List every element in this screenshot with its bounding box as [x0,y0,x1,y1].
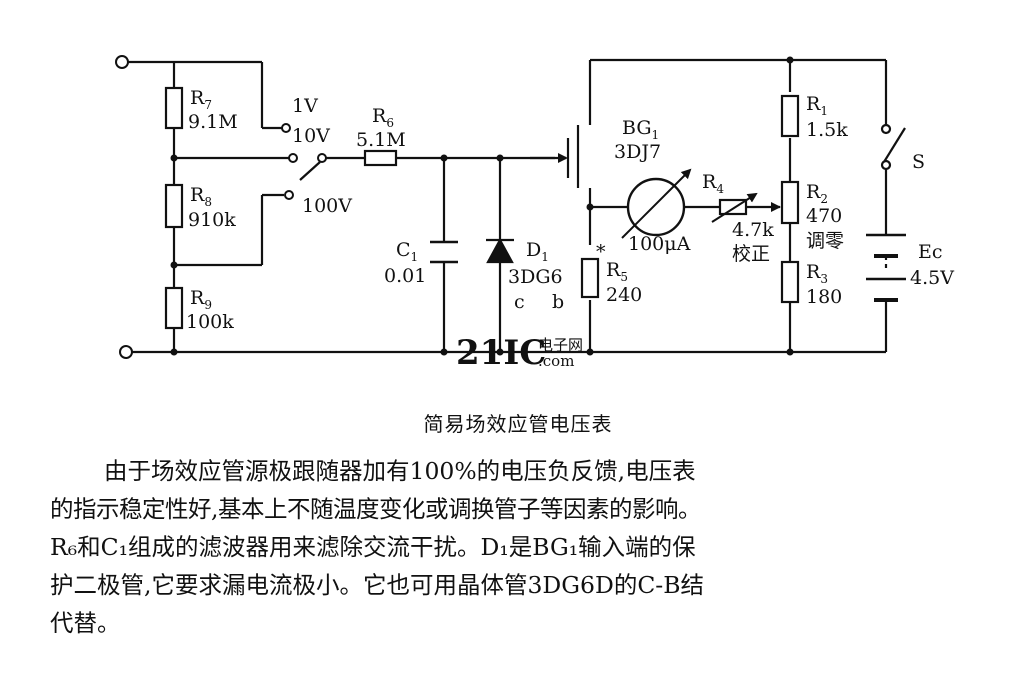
battery-ec [866,233,906,302]
capacitor-c1 [430,240,458,264]
range-10v: 10V [292,125,330,147]
power-switch-s [880,123,906,171]
circuit-schematic: R7 9.1M R8 910k R9 100k 1V 10V 100V R6 5… [115,55,954,373]
paragraph-line: 由于场效应管源极跟随器加有100%的电压负反馈,电压表 [104,457,696,485]
paragraph-line: 的指示稳定性好,基本上不随温度变化或调换管子等因素的影响。 [50,495,701,523]
switch-contact-1v [281,123,291,133]
wires [128,58,888,354]
switch-s-label: S [912,151,925,173]
r7-label: R7 [190,87,212,112]
r6-value: 5.1M [356,129,406,151]
ammeter [626,177,686,237]
input-terminal-top [115,55,129,69]
bg1-part: 3DJ7 [614,141,661,163]
resistor-r5 [580,257,600,299]
r5-value: 240 [606,284,642,306]
switch-contact-10v [288,153,298,163]
r8-value: 910k [188,209,236,231]
r7-value: 9.1M [188,111,238,133]
input-terminal-bottom [119,345,133,359]
c1-value: 0.01 [384,265,426,287]
range-100v: 100V [302,195,352,217]
resistor-r8 [164,183,184,229]
r5-label: R5 [606,259,628,284]
r4-adjust-arrow [711,192,758,223]
r2-label: R2 [806,181,828,206]
ec-label: Ec [918,241,943,263]
ec-value: 4.5V [910,267,954,289]
paragraph-line: 护二极管,它要求漏电流极小。它也可用晶体管3DG6D的C-B结 [50,571,705,599]
description-paragraph: 由于场效应管源极跟随器加有100%的电压负反馈,电压表 的指示稳定性好,基本上不… [50,452,980,642]
r3-value: 180 [806,286,842,308]
switch-pivot [317,153,327,163]
ammeter-needle [621,168,692,239]
watermark-logo: 21IC 电子网 .com [456,333,583,373]
r6-label: R6 [372,105,394,130]
resistor-r9 [164,286,184,330]
r9-value: 100k [186,311,234,333]
resistor-r6 [363,149,398,167]
junction-dots [170,56,794,356]
range-1v: 1V [292,95,318,117]
r1-value: 1.5k [806,119,848,141]
switch-contact-100v [284,190,294,200]
r4-note: 校正 [732,243,770,265]
resistor-r7 [164,86,184,130]
svg-text:电子网: 电子网 [538,336,583,354]
svg-text:21IC: 21IC [456,333,546,373]
r5-star: * [596,241,606,263]
r9-label: R9 [190,287,212,312]
r4-value: 4.7k [732,219,774,241]
paragraph-line: 代替。 [50,609,121,637]
c1-label: C1 [396,239,418,264]
r3-label: R3 [806,261,828,286]
figure-caption: 简易场效应管电压表 [423,412,613,436]
r2-note: 调零 [806,230,844,252]
r8-label: R8 [190,184,212,209]
r2-value: 470 [806,205,842,227]
r1-label: R1 [806,93,828,118]
meter-label: 100μA [628,233,691,255]
resistor-r1 [780,94,800,138]
d1-pin-c: c [514,291,525,313]
paragraph-line: R₆和C₁组成的滤波器用来滤除交流干扰。D₁是BG₁输入端的保 [50,533,696,561]
r4-label: R4 [702,171,724,196]
diode-d1 [486,237,514,264]
resistor-r3 [780,260,800,304]
d1-label: D1 [526,239,549,264]
svg-text:.com: .com [538,352,574,370]
d1-part: 3DG6 [508,266,563,288]
bg1-label: BG1 [622,117,659,142]
resistor-r2 [780,180,800,225]
d1-pin-b: b [552,291,564,313]
